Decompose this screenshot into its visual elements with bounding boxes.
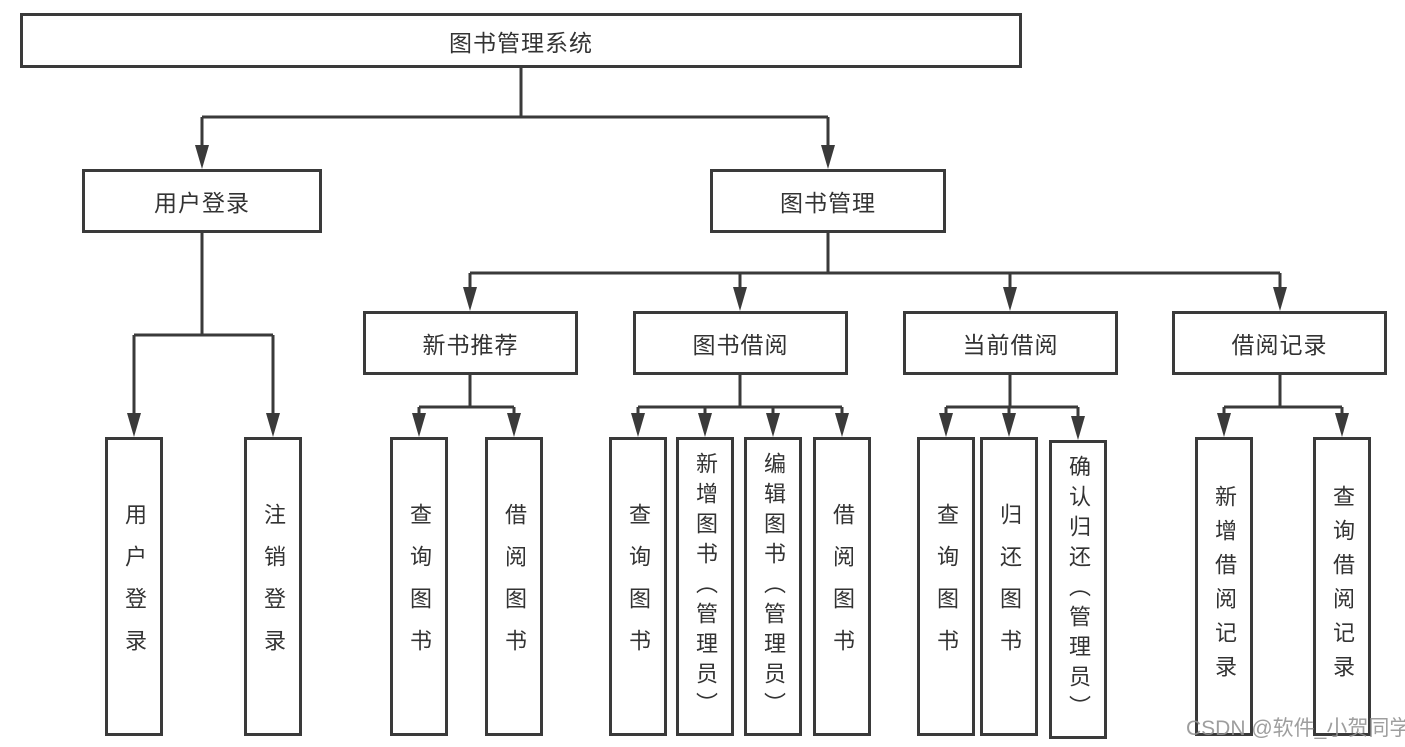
node-label: 归还图书: [997, 502, 1022, 671]
leaf-logout: 注销登录: [244, 437, 302, 736]
node-label: 借阅记录: [1231, 332, 1328, 358]
leaf-user-login: 用户登录: [105, 437, 163, 736]
node-label: 图书管理系统: [449, 29, 593, 56]
node-label: 用户登录: [154, 190, 250, 216]
node-label: 查询图书: [407, 502, 432, 671]
node-library-management-system: 图书管理系统: [20, 13, 1022, 68]
node-label: 图书借阅: [692, 332, 789, 358]
connector-newbook-to-leaves: [412, 375, 521, 437]
node-label: 编辑图书（管理员）: [761, 451, 786, 722]
connector-records-to-leaves: [1217, 375, 1349, 437]
node-label: 借阅图书: [502, 502, 527, 671]
connector-userlogin-to-leaves: [127, 233, 280, 437]
csdn-watermark: CSDN @软件_小贺同学: [1186, 717, 1405, 740]
node-book-management: 图书管理: [710, 169, 946, 233]
connector-root-to-level2: [195, 68, 835, 169]
node-label: 查询借阅记录: [1330, 484, 1355, 689]
node-label: 确认归还（管理员）: [1066, 454, 1091, 725]
node-borrowing-records: 借阅记录: [1172, 311, 1387, 375]
node-label: 新增借阅记录: [1212, 484, 1237, 689]
leaf-borrow-book-2: 借阅图书: [813, 437, 871, 736]
leaf-add-book-admin: 新增图书（管理员）: [676, 437, 734, 736]
connector-current-to-leaves: [939, 375, 1085, 440]
leaf-borrow-book: 借阅图书: [485, 437, 543, 736]
leaf-query-book-3: 查询图书: [917, 437, 975, 736]
node-label: 当前借阅: [962, 332, 1059, 358]
leaf-confirm-return-admin: 确认归还（管理员）: [1049, 440, 1107, 739]
node-label: 查询图书: [934, 502, 959, 671]
node-label: 注销登录: [261, 502, 286, 671]
node-label: 用户登录: [122, 502, 147, 671]
node-label: 查询图书: [626, 502, 651, 671]
leaf-add-borrow-record: 新增借阅记录: [1195, 437, 1253, 736]
node-label: 新增图书（管理员）: [693, 451, 718, 722]
node-new-book-recommendation: 新书推荐: [363, 311, 578, 375]
node-label: 借阅图书: [830, 502, 855, 671]
connector-bookmgmt-to-level3: [463, 233, 1287, 311]
leaf-query-borrow-record: 查询借阅记录: [1313, 437, 1371, 736]
connector-borrow-to-leaves: [631, 375, 849, 437]
node-book-borrowing: 图书借阅: [633, 311, 848, 375]
node-label: 图书管理: [780, 190, 876, 216]
leaf-return-book: 归还图书: [980, 437, 1038, 736]
leaf-query-book: 查询图书: [390, 437, 448, 736]
leaf-query-book-2: 查询图书: [609, 437, 667, 736]
node-user-login: 用户登录: [82, 169, 322, 233]
node-current-borrowing: 当前借阅: [903, 311, 1118, 375]
leaf-edit-book-admin: 编辑图书（管理员）: [744, 437, 802, 736]
node-label: 新书推荐: [422, 332, 519, 358]
